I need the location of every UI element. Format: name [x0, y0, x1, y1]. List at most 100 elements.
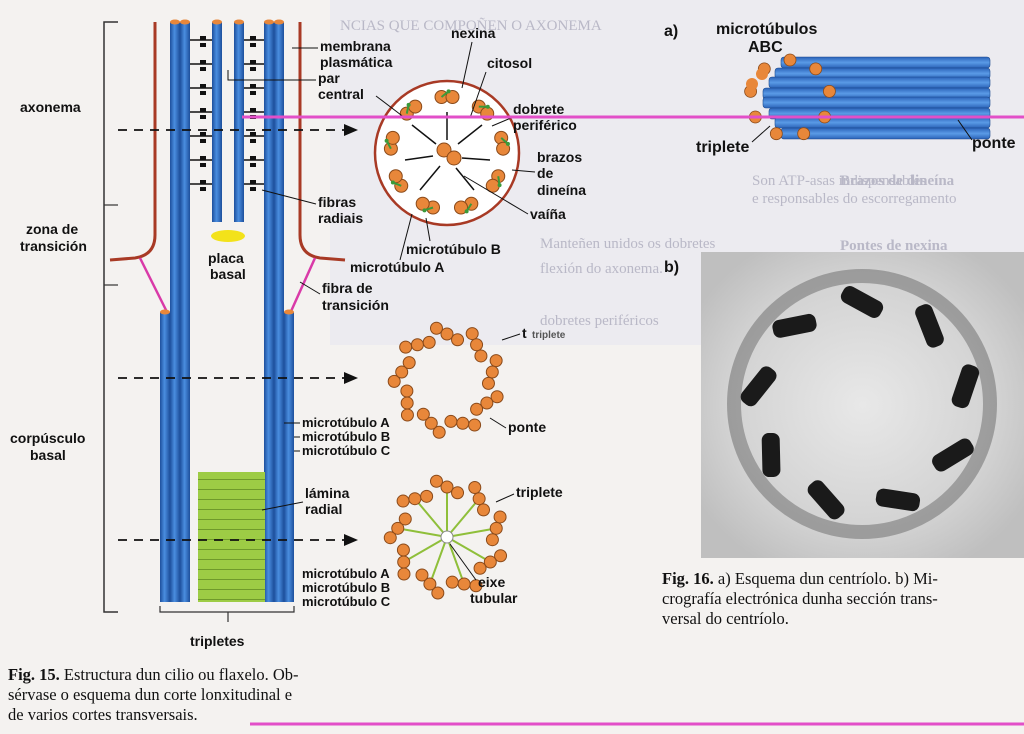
triplet-tubule	[477, 503, 491, 517]
leader-line	[957, 119, 973, 141]
triplet-tubule	[457, 577, 471, 591]
outer-microtubule-a-left	[170, 22, 180, 602]
dynein-arm-tip	[497, 183, 502, 188]
triplet-tubule	[485, 533, 499, 547]
centriole-rod	[780, 127, 991, 140]
triplet-tubule	[387, 374, 401, 388]
micrograph-triplet	[875, 488, 921, 512]
triplet-tubule	[398, 512, 412, 526]
triplet-tubule	[489, 521, 503, 535]
radial-lamina-left	[198, 472, 236, 602]
leader-line	[511, 169, 536, 173]
leader-line	[399, 213, 413, 261]
cartwheel-spoke	[408, 536, 448, 560]
micrograph-triplet	[951, 364, 980, 409]
label-ponte-fig16: ponte	[972, 135, 1016, 152]
triplet-tubule	[444, 414, 458, 428]
triplet-tubule	[420, 489, 434, 503]
rod-end-subunit	[769, 127, 783, 141]
doublet-tubule	[415, 196, 430, 211]
triplet-tubule	[415, 568, 429, 582]
label-fibra: fibra de	[322, 280, 373, 296]
triplet-tubule	[470, 402, 484, 416]
leader-line	[227, 70, 316, 81]
label-microtubulo-b3: microtúbulo B	[302, 580, 390, 595]
label-a: a)	[664, 23, 678, 40]
tube-cap	[212, 19, 222, 25]
triplet-tubule	[410, 338, 424, 352]
label-abc: ABC	[748, 39, 783, 56]
label-placa: placa	[208, 250, 244, 266]
caption-fig16: Fig. 16. a) Esquema dun centríolo. b) Mi…	[662, 569, 1024, 629]
background-row2-c: flexión do axonema.	[540, 261, 663, 277]
background-heading: NCIAS QUE COMPOÑEN O AXONEMA	[340, 18, 602, 34]
plasma-membrane-left	[109, 22, 157, 262]
caption-fig15-line3: de varios cortes transversais.	[8, 705, 198, 724]
triplet-tubule	[423, 577, 437, 591]
caption-fig16-line2: crografía electrónica dunha sección tran…	[662, 589, 938, 608]
label-microtubulo-c3: microtúbulo C	[302, 594, 391, 609]
label-vaina: vaíña	[530, 206, 566, 222]
label-membrana: membrana	[320, 38, 391, 54]
label-periferico: periférico	[513, 117, 577, 133]
label-citosol: citosol	[487, 55, 532, 71]
central-pair-section	[436, 142, 462, 166]
triplet-tubule	[424, 416, 438, 430]
dynein-arm-tip	[464, 209, 469, 214]
label-triplete2: triplete	[516, 484, 563, 500]
tube-cap	[264, 19, 274, 25]
outer-microtubule-b-right	[274, 22, 284, 602]
label-microtubulo-a3: microtúbulo A	[302, 566, 390, 581]
peripheral-doublets	[383, 89, 511, 215]
triplet-ring	[387, 321, 504, 439]
label-microtubulo-a2: microtúbulo A	[302, 415, 390, 430]
microtubule-c-right	[284, 312, 294, 602]
triplet-tubule	[397, 555, 411, 569]
triplet-tubule	[480, 396, 494, 410]
leader-line	[299, 281, 321, 295]
leader-line	[449, 543, 477, 581]
label-dobrete: dobrete	[513, 101, 565, 117]
triplet-tubule	[485, 365, 499, 379]
background-row2-a: Pontes de nexina	[840, 238, 948, 254]
background-row2-b: Manteñen unidos os dobretes	[540, 236, 716, 252]
triplet-tubule	[493, 510, 507, 524]
label-fibras: fibras	[318, 194, 356, 210]
label-radiais: radiais	[318, 210, 363, 226]
cartwheel-spoke	[446, 502, 477, 538]
leader-line	[463, 175, 529, 215]
background-row1-a: Brazos de dineína	[840, 173, 955, 189]
tube-cap	[160, 309, 170, 315]
caption-fig15-bold: Fig. 15.	[8, 665, 60, 684]
rod-end-subunit	[783, 53, 797, 67]
basal-body-triplet-section: t triplete ponte	[387, 321, 566, 439]
dynein-arm-tip	[485, 104, 490, 109]
triplet-tubule	[396, 543, 410, 557]
radial-spoke-arrows	[404, 112, 491, 191]
leader-line	[491, 117, 512, 127]
triplet-tubule	[474, 349, 488, 363]
label-microtubulo-a: microtúbulo A	[350, 259, 444, 275]
triplet-tubule	[490, 390, 504, 404]
label-lamina: lámina	[305, 485, 350, 501]
triplet-tubule	[440, 327, 454, 341]
triplet-tubule	[468, 481, 482, 495]
leader-line	[425, 217, 431, 242]
doublet-tubule	[445, 90, 460, 104]
doublet-tubule	[496, 141, 511, 156]
cartwheel	[383, 474, 508, 600]
label-corpusculo: corpúsculo	[10, 430, 85, 446]
cartwheel-spoke	[403, 528, 448, 538]
label-microtubulo-c2: microtúbulo C	[302, 443, 391, 458]
triplet-tubule	[473, 561, 487, 575]
label-eixe: eixe	[478, 574, 505, 590]
leader-line	[495, 493, 515, 503]
triplet-tubule	[408, 492, 422, 506]
centriole-micrograph: b)	[664, 252, 1024, 558]
triplet-tubule	[397, 567, 411, 581]
triplet-tubule	[468, 418, 482, 432]
cartwheel-spoke	[446, 528, 491, 538]
label-placa-basal: basal	[210, 266, 246, 282]
label-microtubulos: microtúbulos	[716, 21, 817, 38]
